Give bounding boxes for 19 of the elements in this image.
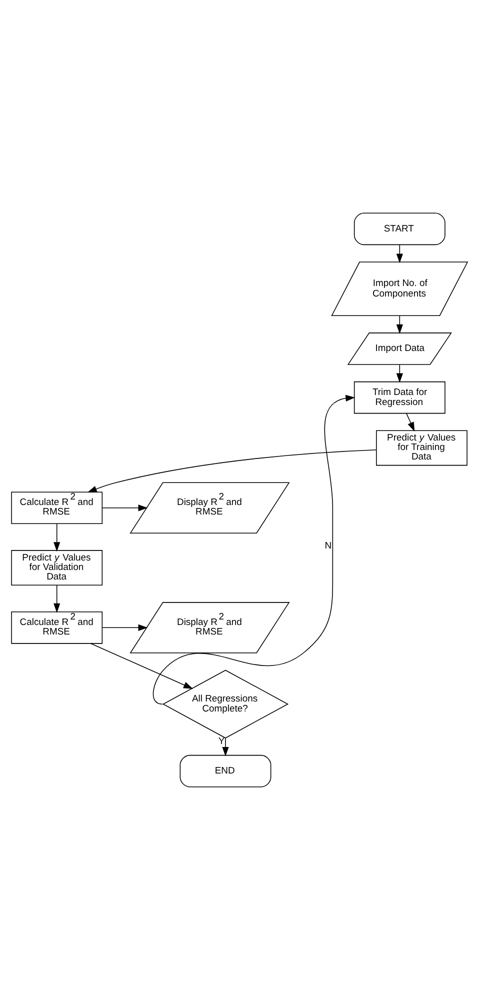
arrow	[396, 244, 403, 263]
arrow	[102, 504, 148, 511]
node-box: START	[354, 212, 446, 245]
arrow	[152, 394, 356, 704]
arrow	[54, 584, 60, 612]
node-diamond: All Regressions Complete?	[162, 669, 289, 738]
arrow	[396, 314, 403, 334]
arrow	[222, 737, 229, 756]
node-box: END	[180, 754, 272, 787]
arrow	[102, 624, 148, 630]
edge-label: N	[324, 540, 332, 551]
node-box: Predict y Values for Training Data	[376, 430, 468, 466]
node-box: Trim Data for Regression	[354, 380, 446, 414]
arrow	[90, 642, 193, 688]
arrow	[406, 412, 415, 432]
node-box: Predict y Values for Validation Data	[11, 550, 103, 585]
arrow	[54, 522, 60, 552]
edge-label: Y	[218, 735, 225, 746]
arrow	[87, 448, 377, 492]
